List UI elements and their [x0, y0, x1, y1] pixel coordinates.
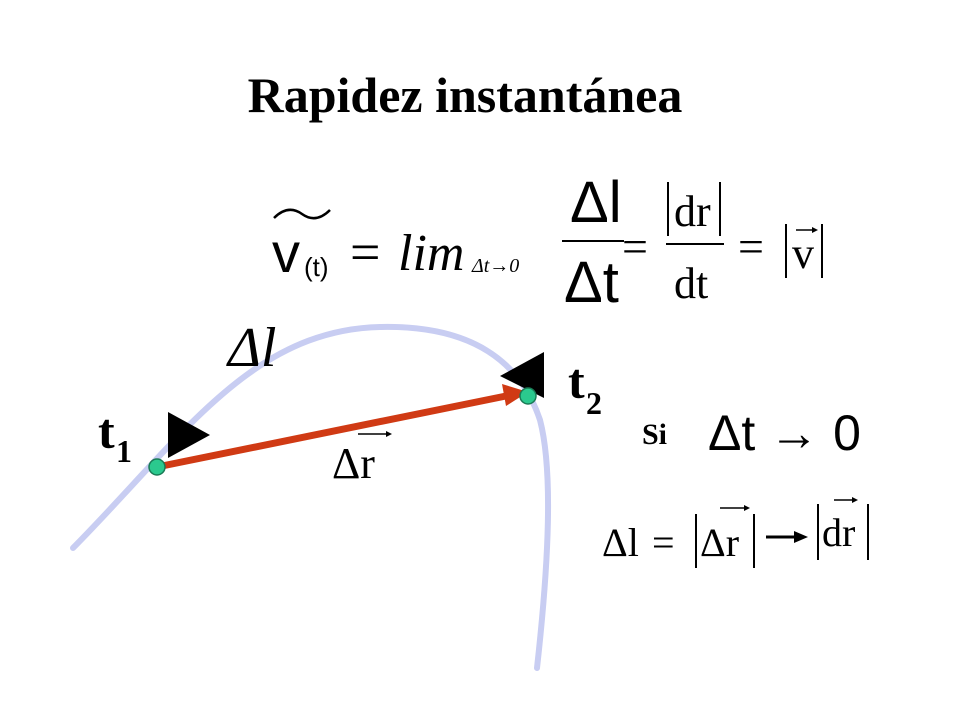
- condition-si: Si: [642, 418, 667, 451]
- direction-triangle-t2-icon: [500, 352, 544, 398]
- slide-title: Rapidez instantánea: [247, 67, 683, 123]
- tilde-mark: [273, 208, 331, 220]
- displacement-arrow: [156, 384, 528, 471]
- result-delta-l: Δl: [602, 520, 639, 565]
- result-delta-r: Δr: [700, 520, 739, 565]
- formula-delta-t: Δt: [564, 250, 619, 315]
- label-t1: t: [98, 403, 115, 459]
- formula-lim-sub: Δt→0: [471, 255, 519, 277]
- arc-length-label: Δl: [226, 317, 276, 379]
- label-t2-sub: 2: [586, 385, 602, 421]
- vector-arrow-icon: [358, 431, 392, 437]
- formula-equals-1: =: [350, 222, 380, 282]
- label-t2: t: [568, 353, 585, 409]
- direction-triangle-t1-icon: [168, 412, 210, 458]
- displacement-label: Δr: [332, 439, 375, 488]
- formula-v: v: [272, 221, 300, 284]
- trajectory-curve: [70, 323, 552, 671]
- vector-arrow-icon: [834, 497, 858, 503]
- formula-lim: lim: [398, 225, 464, 282]
- result-dr: dr: [822, 510, 855, 555]
- point-t1: [148, 458, 166, 476]
- result-relation: Δl = Δr dr: [602, 497, 869, 568]
- result-equals: =: [652, 520, 675, 565]
- formula-equals-2: =: [622, 221, 648, 272]
- vector-arrow-icon: [720, 505, 750, 511]
- formula-sub-t: (t): [304, 252, 329, 282]
- formula-equals-3: =: [738, 221, 764, 272]
- label-t1-sub: 1: [116, 433, 132, 469]
- formula-v-vec: v: [792, 229, 814, 278]
- vector-arrow-icon: [796, 227, 818, 233]
- arrow-right-icon: [766, 531, 808, 543]
- formula-dr: dr: [674, 187, 711, 236]
- point-t2: [519, 387, 537, 405]
- formula-delta-l: Δl: [570, 170, 622, 235]
- formula-dt: dt: [674, 259, 708, 308]
- speed-formula: v (t) = lim Δt→0 Δl Δt = dr dt = v: [272, 170, 823, 315]
- condition-limit: Δt → 0: [708, 405, 861, 461]
